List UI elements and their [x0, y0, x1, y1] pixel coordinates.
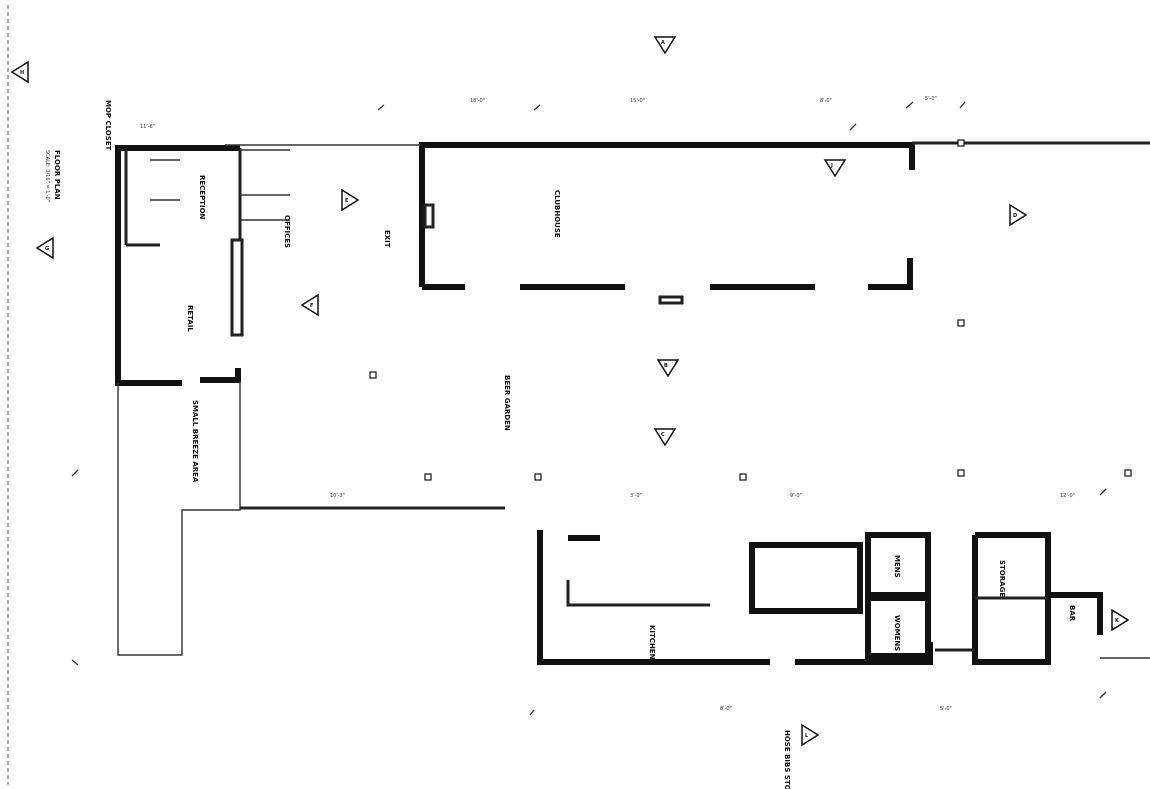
bar-label: BAR	[1068, 605, 1076, 622]
svg-text:J: J	[830, 163, 833, 169]
svg-text:A: A	[661, 40, 665, 46]
elevation-markers: A B C D E F G H J K L	[10, 36, 1130, 747]
svg-text:KITCHEN: KITCHEN	[648, 625, 656, 660]
hose-bibs-storage-label: HOSE BIBS STORAGE	[783, 730, 791, 789]
kitchen-label: KITCHEN	[648, 625, 656, 660]
column-markers	[369, 139, 1132, 481]
svg-text:5'-0": 5'-0"	[925, 96, 937, 102]
small-breeze-area-label: SMALL BREEZE AREA	[191, 400, 199, 483]
svg-text:HOSE BIBS STORAGE: HOSE BIBS STORAGE	[783, 730, 791, 789]
svg-text:EXIT: EXIT	[383, 230, 391, 248]
svg-text:RETAIL: RETAIL	[186, 305, 194, 332]
reception-building	[115, 145, 290, 386]
svg-text:18'-0": 18'-0"	[470, 98, 485, 104]
svg-text:15'-0": 15'-0"	[630, 98, 645, 104]
kitchen-building	[537, 530, 1150, 665]
beer-garden-label: BEER GARDEN	[503, 375, 511, 431]
svg-text:MENS: MENS	[893, 555, 901, 578]
sheet-title: FLOOR PLAN	[53, 150, 61, 200]
sheet-title-block: FLOOR PLAN SCALE: 3/16" = 1'-0"	[44, 150, 61, 202]
svg-text:K: K	[1115, 618, 1120, 624]
svg-text:3'-0": 3'-0"	[630, 493, 642, 499]
retail-label: RETAIL	[186, 305, 194, 332]
offices-label: OFFICES	[283, 215, 291, 248]
svg-text:OFFICES: OFFICES	[283, 215, 291, 248]
svg-text:MOP CLOSET: MOP CLOSET	[104, 100, 112, 151]
svg-text:5'-0": 5'-0"	[940, 706, 952, 712]
svg-text:BEER GARDEN: BEER GARDEN	[503, 375, 511, 431]
svg-text:G: G	[45, 246, 49, 252]
mop-closet-label: MOP CLOSET	[104, 100, 112, 151]
svg-text:9'-0": 9'-0"	[790, 493, 802, 499]
svg-text:C: C	[661, 432, 665, 438]
svg-text:12'-0": 12'-0"	[1060, 493, 1075, 499]
svg-text:F: F	[310, 303, 313, 309]
annotation-ticks	[71, 101, 1107, 716]
svg-text:8'-0": 8'-0"	[820, 98, 832, 104]
svg-text:8'-0": 8'-0"	[720, 706, 732, 712]
svg-text:E: E	[345, 198, 349, 204]
svg-text:WOMENS: WOMENS	[893, 615, 901, 651]
svg-text:STORAGE: STORAGE	[998, 560, 1006, 597]
clubhouse-building	[225, 141, 1150, 305]
womens-label: WOMENS	[893, 615, 901, 651]
svg-text:BAR: BAR	[1068, 605, 1076, 622]
svg-text:H: H	[20, 70, 24, 76]
svg-text:RECEPTION: RECEPTION	[198, 175, 206, 220]
reception-label: RECEPTION	[198, 175, 206, 220]
svg-text:SMALL BREEZE AREA: SMALL BREEZE AREA	[191, 400, 199, 483]
svg-text:10'-3": 10'-3"	[330, 493, 345, 499]
svg-text:B: B	[664, 363, 668, 369]
sheet-scale: SCALE: 3/16" = 1'-0"	[44, 150, 50, 202]
svg-text:L: L	[805, 733, 809, 739]
svg-text:D: D	[1013, 213, 1017, 219]
exit-label: EXIT	[383, 230, 391, 248]
mens-label: MENS	[893, 555, 901, 578]
patio-outline	[117, 380, 505, 656]
clubhouse-label: CLUBHOUSE	[553, 190, 561, 238]
storage-label: STORAGE	[998, 560, 1006, 597]
svg-text:CLUBHOUSE: CLUBHOUSE	[553, 190, 561, 238]
dimension-strings: 11'-6" 18'-0" 15'-0" 8'-0" 5'-0" 10'-3" …	[140, 96, 1075, 712]
svg-text:11'-6": 11'-6"	[140, 124, 155, 130]
